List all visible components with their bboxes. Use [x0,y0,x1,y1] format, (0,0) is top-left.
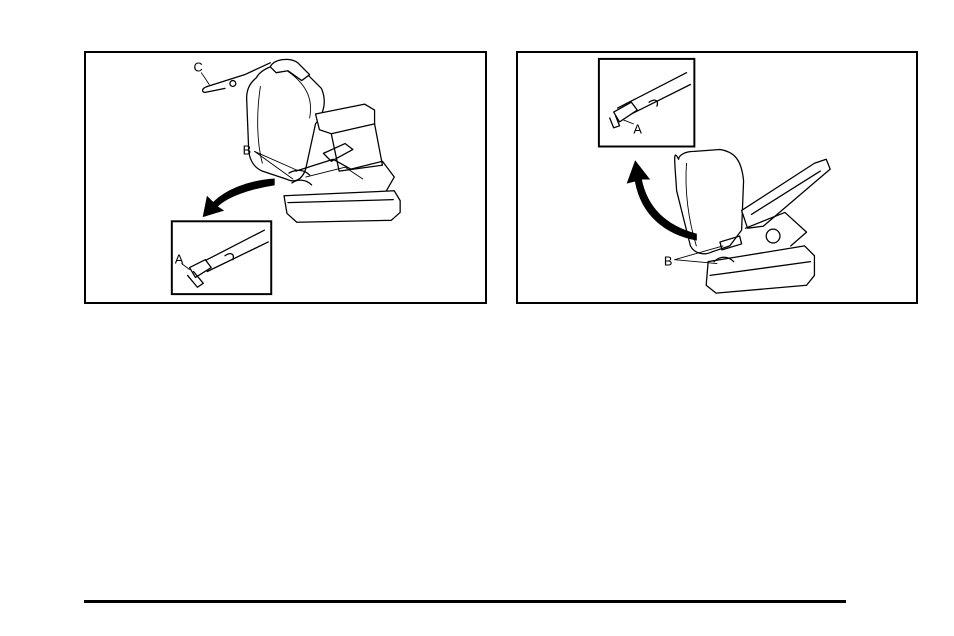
seat-fold-forward-drawing: C B A [86,53,485,302]
inset-frame [599,59,694,147]
callout-b: B [243,142,252,157]
tether-hook [203,86,225,92]
pivot-knob [766,229,780,243]
seat-back [247,64,325,181]
illustration-seat-fold-forward: C B A [84,51,487,304]
inset-detail-a: A [172,221,271,294]
armrest-folded [742,159,831,228]
latch-bracket [323,144,353,162]
latch-b-lower [292,180,312,185]
seat-frame [296,159,394,190]
leader-c [201,73,209,85]
illustration-seat-return-upright: B A [516,51,918,304]
inset-detail-a: A [599,59,694,147]
seat-return-upright-drawing: B A [518,53,916,302]
seat-cushion [284,191,400,222]
tether-ring [230,81,236,87]
seat-cushion [706,246,814,293]
inset-frame [172,221,271,294]
curved-arrow-down-icon [203,179,274,216]
callout-b: B [664,254,673,269]
armrest [316,104,375,134]
armrest-edge [751,171,820,214]
footer-rule [84,600,846,603]
callout-a: A [633,122,642,137]
